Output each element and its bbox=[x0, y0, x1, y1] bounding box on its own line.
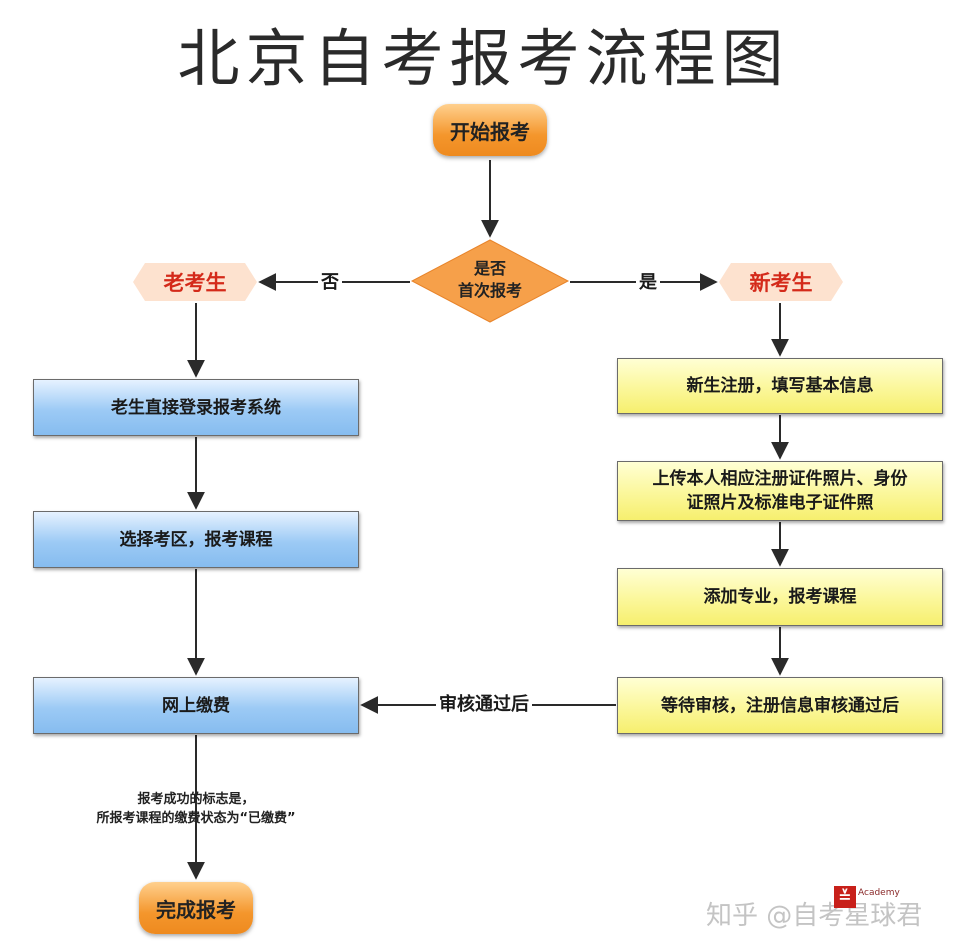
old-student-label: 老考生 bbox=[163, 271, 227, 295]
decision-diamond bbox=[410, 239, 570, 323]
new-step-register: 新生注册，填写基本信息 bbox=[617, 358, 943, 414]
edge-label-yes: 是 bbox=[636, 272, 660, 294]
pay-online-step: 网上缴费 bbox=[33, 677, 359, 734]
note-line-2: 所报考课程的缴费状态为“已缴费” bbox=[96, 811, 296, 826]
academy-badge-text: Academy bbox=[858, 888, 900, 898]
decision-line-1: 是否 bbox=[473, 259, 506, 278]
academy-logo-icon: ≚ bbox=[834, 886, 856, 908]
finish-node: 完成报考 bbox=[139, 882, 253, 934]
new-step-upload-photos: 上传本人相应注册证件照片、身份 证照片及标准电子证件照 bbox=[617, 461, 943, 521]
new-student-label: 新考生 bbox=[749, 271, 813, 295]
start-node: 开始报考 bbox=[433, 104, 547, 156]
page-title: 北京自考报考流程图 bbox=[177, 22, 790, 95]
upload-line-2: 证照片及标准电子证件照 bbox=[686, 493, 874, 513]
upload-line-1: 上传本人相应注册证件照片、身份 bbox=[652, 469, 908, 489]
new-student-hex bbox=[719, 263, 843, 301]
new-step-add-major: 添加专业，报考课程 bbox=[617, 568, 943, 626]
success-note: 报考成功的标志是， 所报考课程的缴费状态为“已缴费” bbox=[40, 790, 352, 828]
old-step-select-courses: 选择考区，报考课程 bbox=[33, 511, 359, 568]
decision-line-2: 首次报考 bbox=[457, 281, 522, 300]
edge-label-approved: 审核通过后 bbox=[436, 694, 532, 716]
edge-label-no: 否 bbox=[318, 272, 342, 294]
decision-label: 是否 首次报考 bbox=[430, 258, 550, 302]
watermark-text: 知乎 @自考星球君 bbox=[706, 901, 923, 931]
new-step-await-review: 等待审核，注册信息审核通过后 bbox=[617, 677, 943, 734]
old-student-hex bbox=[133, 263, 257, 301]
note-line-1: 报考成功的标志是， bbox=[137, 792, 255, 807]
old-step-login: 老生直接登录报考系统 bbox=[33, 379, 359, 436]
